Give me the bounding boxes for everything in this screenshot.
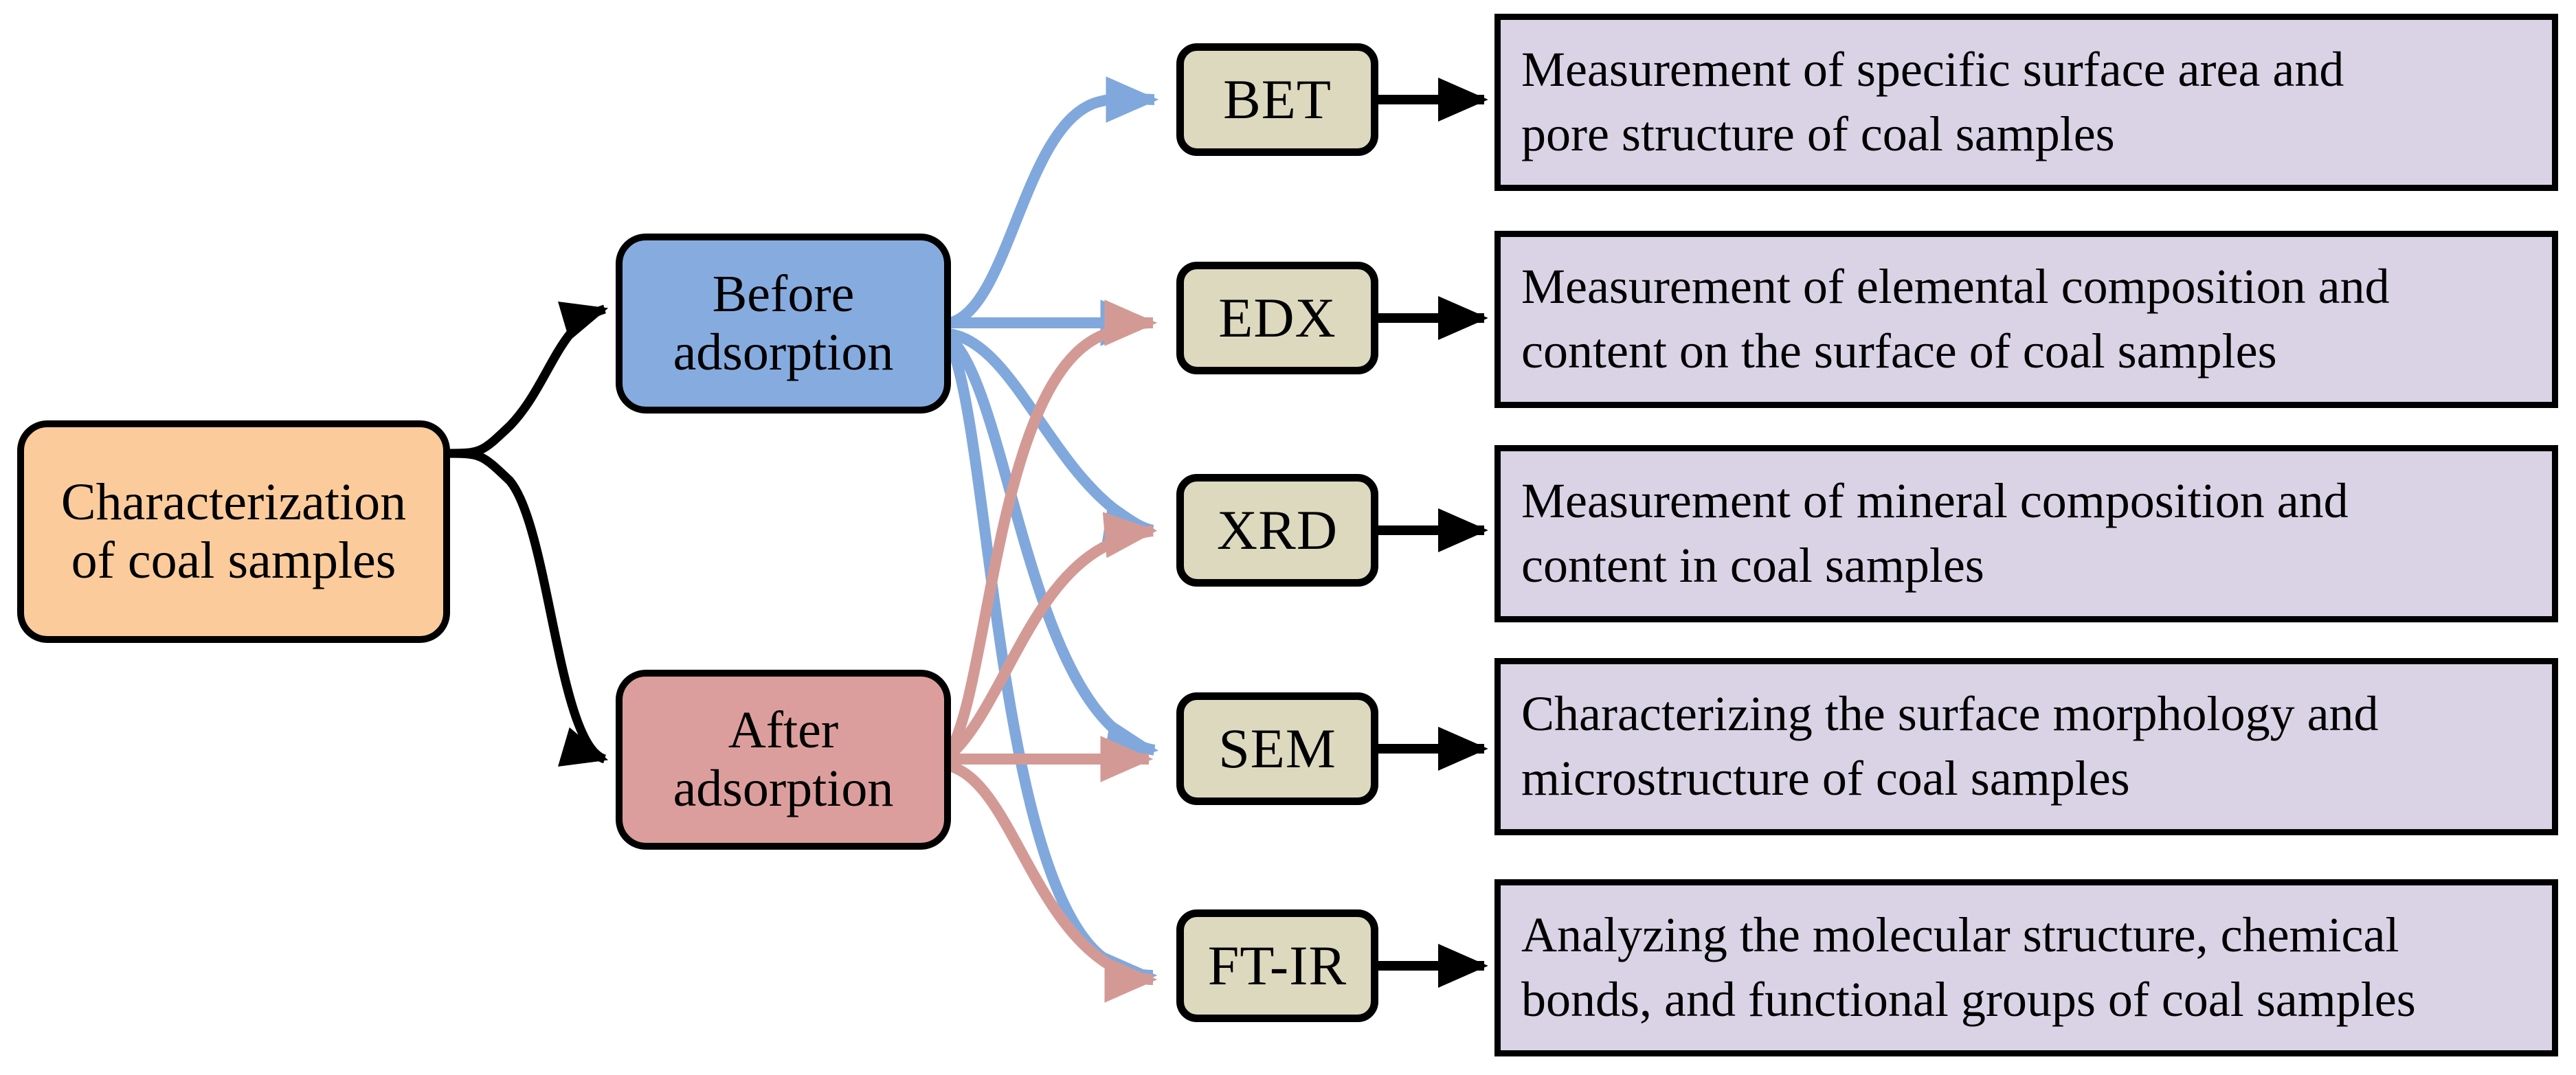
node-description-sem-label: Characterizing the surface morphology an… (1521, 686, 2379, 806)
node-technique-bet[interactable]: BET (1176, 43, 1378, 156)
node-technique-bet-label: BET (1223, 68, 1332, 131)
node-description-ftir[interactable]: Analyzing the molecular structure, chemi… (1494, 879, 2558, 1056)
node-technique-edx[interactable]: EDX (1176, 262, 1378, 374)
edge-root-to-before (445, 302, 609, 458)
edge-after-to-edx (945, 299, 1158, 756)
node-description-edx[interactable]: Measurement of elemental composition and… (1494, 231, 2558, 408)
node-description-sem[interactable]: Characterizing the surface morphology an… (1494, 658, 2558, 835)
node-technique-xrd-label: XRD (1216, 499, 1339, 562)
edge-before-to-xrd (948, 328, 1158, 546)
node-technique-ftir[interactable]: FT-IR (1176, 909, 1378, 1022)
node-before-adsorption[interactable]: Before adsorption (616, 234, 951, 414)
edge-before-to-ftir (944, 339, 1158, 999)
node-description-xrd[interactable]: Measurement of mineral composition and c… (1494, 445, 2558, 622)
node-before-adsorption-label: Before adsorption (673, 264, 894, 381)
node-description-ftir-label: Analyzing the molecular structure, chemi… (1521, 907, 2416, 1027)
edge-before-to-bet (948, 76, 1159, 328)
node-description-bet[interactable]: Measurement of specific surface area and… (1494, 14, 2558, 191)
node-after-adsorption-label: After adsorption (673, 701, 894, 817)
node-technique-xrd[interactable]: XRD (1176, 474, 1378, 587)
node-characterization-of-coal-samples[interactable]: Characterization of coal samples (17, 420, 450, 643)
node-technique-edx-label: EDX (1218, 286, 1336, 350)
edge-after-to-xrd (945, 512, 1158, 760)
node-description-edx-label: Measurement of elemental composition and… (1521, 259, 2390, 378)
edge-root-to-after (445, 449, 609, 767)
edge-after-to-ftir (948, 760, 1158, 1003)
node-technique-sem[interactable]: SEM (1176, 692, 1378, 805)
node-technique-ftir-label: FT-IR (1207, 934, 1347, 997)
node-root-label: Characterization of coal samples (60, 473, 407, 589)
node-description-bet-label: Measurement of specific surface area and… (1521, 42, 2344, 161)
node-after-adsorption[interactable]: After adsorption (616, 670, 951, 850)
node-technique-sem-label: SEM (1218, 717, 1336, 780)
edge-before-to-sem (945, 333, 1159, 765)
node-description-xrd-label: Measurement of mineral composition and c… (1521, 473, 2349, 593)
